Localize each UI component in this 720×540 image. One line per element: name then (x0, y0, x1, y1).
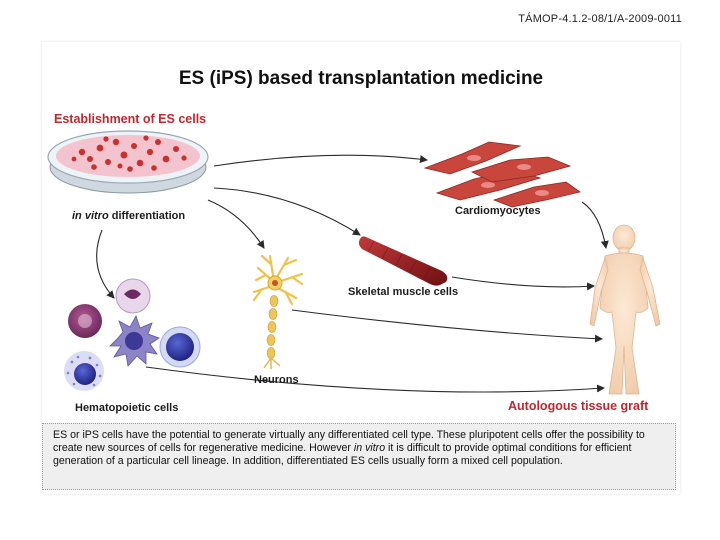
diagram-illustration (47, 130, 661, 395)
arrow-dish-to-neurons (207, 199, 265, 249)
label-autologous-graft: Autologous tissue graft (508, 399, 649, 413)
muscle-fiber-icon (358, 236, 448, 286)
description-box: ES or iPS cells have the potential to ge… (42, 423, 676, 490)
arrow-dish-to-cardiomyocytes (213, 154, 428, 167)
flow-arrows (96, 154, 609, 393)
label-differentiation: differentiation (108, 210, 186, 222)
description-part1: ES or iPS cells have the potential to ge… (53, 429, 645, 454)
description-part2: it is difficult to provide optimal condi… (53, 442, 632, 467)
diagram-panel: ES (iPS) based transplantation medicine (42, 42, 680, 494)
arrow-cardiomyocytes-to-graft (581, 201, 609, 249)
neuron-icon (252, 254, 304, 369)
header-code: TÁMOP-4.1.2-08/1/A-2009-0011 (518, 13, 682, 25)
human-body-icon (589, 224, 661, 395)
label-neurons: Neurons (254, 374, 299, 386)
arrow-hematopoietic-to-graft (145, 366, 605, 393)
label-in-vitro-differentiation: in vitro differentiation (72, 210, 185, 222)
arrow-dish-to-hematopoietic (96, 229, 115, 299)
arrow-neurons-to-graft (291, 309, 603, 343)
label-in-vitro-italic: in vitro (72, 210, 109, 222)
cardiomyocytes-icon (423, 141, 581, 208)
description-italic: in vitro (353, 442, 386, 454)
arrow-dish-to-skeletal-muscle (213, 187, 361, 236)
arrow-skeletal-to-graft (451, 276, 595, 291)
label-establishment: Establishment of ES cells (54, 112, 207, 126)
label-hematopoietic: Hematopoietic cells (75, 402, 179, 414)
label-skeletal-muscle: Skeletal muscle cells (348, 286, 459, 298)
petri-dish-icon (47, 130, 209, 194)
label-cardiomyocytes: Cardiomyocytes (455, 205, 541, 217)
diagram-title: ES (iPS) based transplantation medicine (178, 68, 544, 89)
blood-cells-icon (64, 278, 201, 391)
